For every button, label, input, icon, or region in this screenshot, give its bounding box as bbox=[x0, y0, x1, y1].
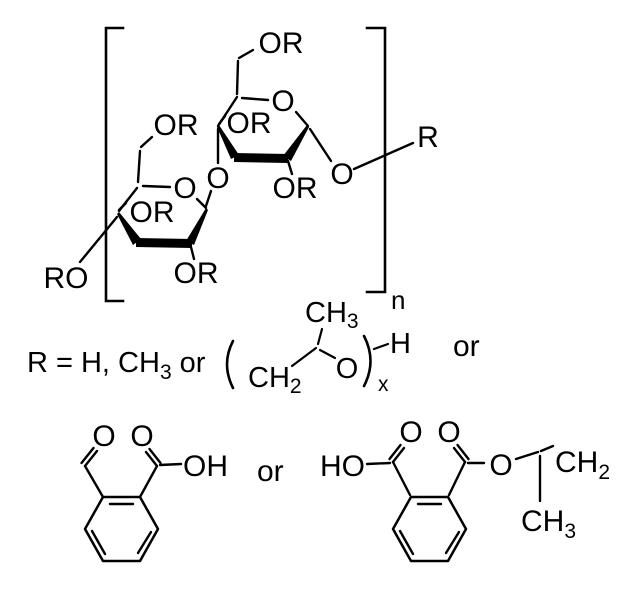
upper-ring-bonds bbox=[216, 48, 415, 176]
hp-oxygen-label: O bbox=[336, 353, 359, 385]
mid-or-label: or bbox=[453, 330, 480, 363]
ester-acid-o-label: O bbox=[399, 416, 422, 449]
upper-ring-oxygen-label: O bbox=[271, 85, 294, 118]
phthalyl-acid-o-label: O bbox=[130, 420, 153, 453]
chain-start-ro-label: RO bbox=[44, 262, 89, 295]
glycosidic-oxygen-label: O bbox=[206, 162, 229, 195]
lower-ring-c3-or-label: OR bbox=[130, 196, 175, 229]
lower-glucose-ring: OR O O OR OR RO bbox=[44, 109, 230, 295]
phthalyl-bonds bbox=[80, 446, 183, 499]
upper-ring-c6-or-label: OR bbox=[259, 27, 304, 60]
phthalate-ester-structure: HO O O O CH2 CH3 bbox=[320, 416, 610, 563]
hp-x-subscript: x bbox=[378, 373, 389, 396]
lower-ring-bold-edges bbox=[117, 208, 208, 248]
close-paren bbox=[362, 334, 372, 388]
ester-ho-label: HO bbox=[320, 450, 365, 483]
open-paren bbox=[225, 339, 235, 390]
upper-glucose-ring: OR O OR OR O R bbox=[216, 27, 439, 205]
bottom-or-label: or bbox=[257, 455, 284, 488]
phthalyl-benzene-ring bbox=[83, 495, 160, 563]
ester-bonds bbox=[365, 443, 555, 503]
hydroxypropyl-unit: CH2 CH3 O x H bbox=[225, 297, 411, 398]
upper-ring-bold-edges bbox=[217, 125, 309, 163]
ester-oxygen-label: O bbox=[489, 449, 512, 482]
ester-ch2-label: CH2 bbox=[555, 446, 610, 484]
polymer-bracket-left bbox=[104, 26, 125, 303]
chain-end-r-label: R bbox=[417, 121, 439, 154]
anomeric-oxygen-label: O bbox=[330, 158, 353, 191]
lower-ring-oxygen-label: O bbox=[173, 172, 196, 205]
hp-ch2-label: CH2 bbox=[248, 362, 302, 398]
lower-ring-c6-or-label: OR bbox=[154, 109, 199, 142]
phthalyl-carbonyl-o-label: O bbox=[92, 420, 115, 453]
upper-ring-c2-or-label: OR bbox=[273, 172, 318, 205]
lower-ring-bonds bbox=[78, 135, 213, 264]
ester-ch3-label: CH3 bbox=[521, 505, 576, 543]
repeat-n-label: n bbox=[391, 285, 405, 315]
ester-benzene-ring bbox=[391, 495, 468, 563]
lower-ring-c2-or-label: OR bbox=[174, 257, 219, 290]
ester-carbonyl-o-label: O bbox=[437, 416, 460, 449]
hp-ch3-label: CH3 bbox=[305, 297, 359, 333]
hp-terminal-h-label: H bbox=[390, 328, 411, 360]
phthalyl-oh-label: OH bbox=[183, 450, 228, 483]
polymer-bracket-right: n bbox=[365, 26, 405, 315]
phthalyl-structure: O O OH bbox=[80, 420, 228, 563]
upper-ring-c3-or-label: OR bbox=[227, 107, 272, 140]
